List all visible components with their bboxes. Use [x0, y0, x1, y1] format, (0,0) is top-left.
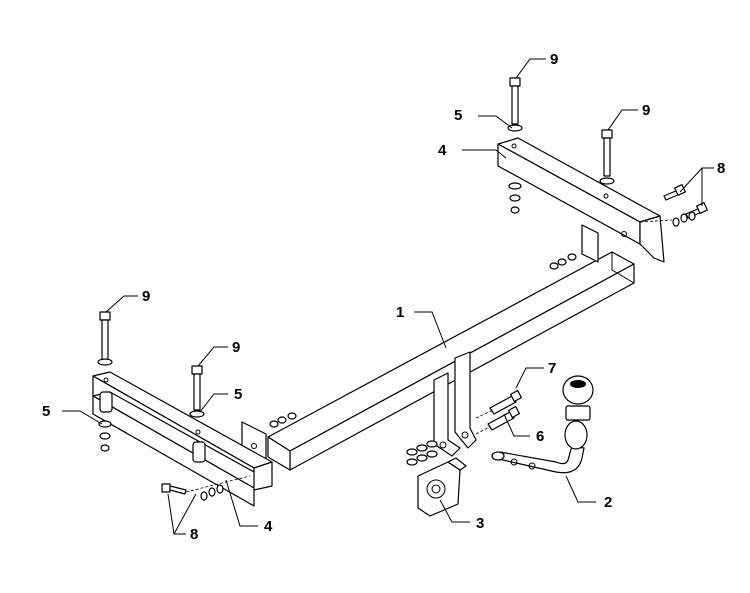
- callout-5-right: 5: [454, 107, 462, 124]
- callout-1: 1: [396, 304, 404, 321]
- crossbar-end-nuts: [269, 253, 577, 428]
- callout-4-left: 4: [264, 518, 273, 535]
- callout-5-left-inner: 5: [234, 386, 242, 403]
- ball-arm-part-2: [491, 375, 594, 474]
- vertical-bolt-9-left-b: [189, 365, 205, 418]
- callout-9-left-b: 9: [232, 339, 240, 356]
- side-bolts-8-left: [161, 475, 251, 501]
- callout-9-left-a: 9: [142, 288, 150, 305]
- leader-lines: [62, 58, 714, 535]
- tongue-nuts-washers: [406, 440, 438, 466]
- side-bolts-8-right: [639, 184, 708, 227]
- callout-2: 2: [604, 494, 612, 511]
- callout-3: 3: [476, 515, 484, 532]
- callout-5-left-outer: 5: [42, 403, 50, 420]
- callout-9-right-a: 9: [550, 51, 558, 68]
- callout-8-left: 8: [190, 526, 198, 543]
- tongue-bolts-6-7: [487, 389, 523, 431]
- side-bracket-part-4-right: [497, 137, 665, 263]
- vertical-bolt-9-left-a: [97, 311, 113, 452]
- callout-8-right: 8: [717, 160, 725, 177]
- callout-9-right-b: 9: [642, 102, 650, 119]
- vertical-bolt-9-right-a: [507, 77, 523, 214]
- callout-4-right: 4: [438, 142, 447, 159]
- side-bracket-part-4-left: [92, 371, 273, 507]
- vertical-bolt-9-right-b: [599, 129, 615, 185]
- callout-7: 7: [548, 360, 556, 377]
- socket-plate-part-3: [417, 457, 467, 517]
- callout-labels: 1 2 3 4 4 5 5 5 6 7 8 8 9 9 9 9: [42, 51, 725, 543]
- callout-6: 6: [536, 428, 544, 445]
